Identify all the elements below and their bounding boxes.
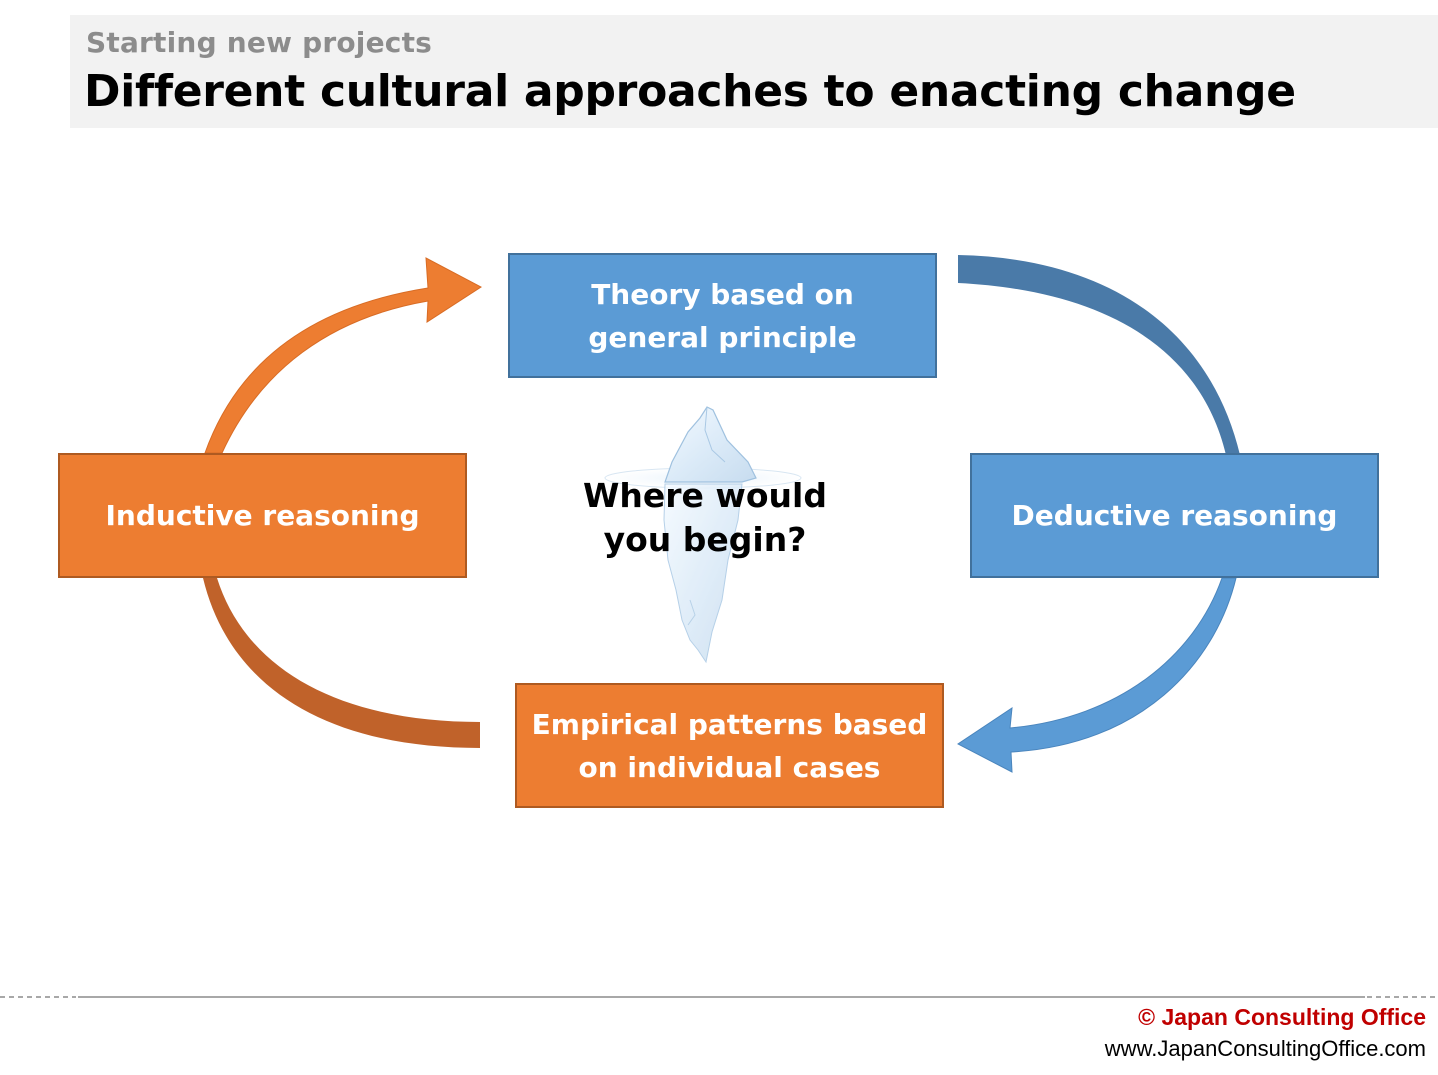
page-subtitle: Starting new projects <box>86 26 433 59</box>
inductive-box: Inductive reasoning <box>58 453 467 578</box>
inductive-box-label: Inductive reasoning <box>105 499 420 532</box>
center-question-line2: you begin? <box>603 520 807 559</box>
arrow-inductive-to-theory <box>204 257 482 454</box>
theory-box-line1: Theory based on <box>591 277 854 311</box>
deductive-box-label: Deductive reasoning <box>1011 499 1338 532</box>
header-band <box>70 15 1438 128</box>
theory-box-line2: general principle <box>588 320 857 354</box>
empirical-box-line1: Empirical patterns based <box>531 707 928 741</box>
iceberg-icon <box>604 406 802 664</box>
empirical-box: Empirical patterns based on individual c… <box>515 683 944 808</box>
page-title: Different cultural approaches to enactin… <box>84 66 1296 117</box>
arrow-empirical-to-inductive <box>203 578 480 748</box>
center-question-line1: Where would <box>582 476 827 515</box>
footer-divider <box>0 996 1438 998</box>
theory-box: Theory based on general principle <box>508 253 937 378</box>
arrow-deductive-to-empirical <box>957 577 1237 773</box>
arrow-theory-to-deductive <box>958 255 1240 455</box>
deductive-box: Deductive reasoning <box>970 453 1379 578</box>
footer-website-link[interactable]: www.JapanConsultingOffice.com <box>1104 1036 1426 1061</box>
center-question: Where would you begin? <box>560 474 850 562</box>
empirical-box-line2: on individual cases <box>578 750 881 784</box>
footer-copyright: © Japan Consulting Office <box>1138 1004 1426 1030</box>
